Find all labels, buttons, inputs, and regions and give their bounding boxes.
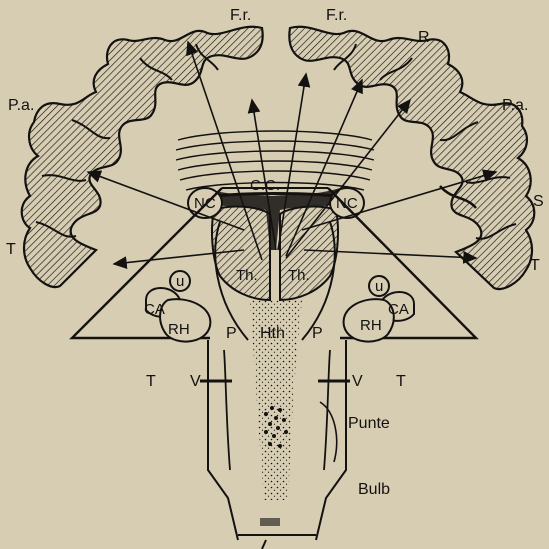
spinal-cord-cap (260, 518, 280, 526)
label-t-low-left: T (146, 373, 156, 390)
label-p-left: P (226, 325, 237, 342)
label-r: R (418, 29, 430, 46)
label-t-left: T (6, 241, 16, 258)
label-th-right: Th. (288, 267, 310, 284)
label-th-left: Th. (236, 267, 258, 284)
label-t-low-right: T (396, 373, 406, 390)
label-p-right: P (312, 325, 323, 342)
label-ca-left: CA (144, 301, 165, 318)
label-bulb: Bulb (358, 481, 390, 498)
label-u-left: u (176, 273, 184, 290)
label-s: S (533, 193, 544, 210)
label-pa-right: P.a. (502, 97, 528, 114)
label-hth: Hth (260, 325, 285, 342)
label-pa-left: P.a. (8, 97, 34, 114)
label-cc: C.C. (250, 177, 280, 194)
label-v-left: V (190, 373, 201, 390)
label-punte: Punte (348, 415, 390, 432)
label-ca-right: CA (388, 301, 409, 318)
label-fr-left: F.r. (230, 7, 251, 24)
label-v-right: V (352, 373, 363, 390)
label-rh-right: RH (360, 317, 382, 334)
label-u-right: u (375, 278, 383, 295)
label-rh-left: RH (168, 321, 190, 338)
label-fr-right: F.r. (326, 7, 347, 24)
label-t-right: T (530, 257, 540, 274)
label-nc-left: NC (194, 195, 216, 212)
label-nc-right: NC (336, 195, 358, 212)
